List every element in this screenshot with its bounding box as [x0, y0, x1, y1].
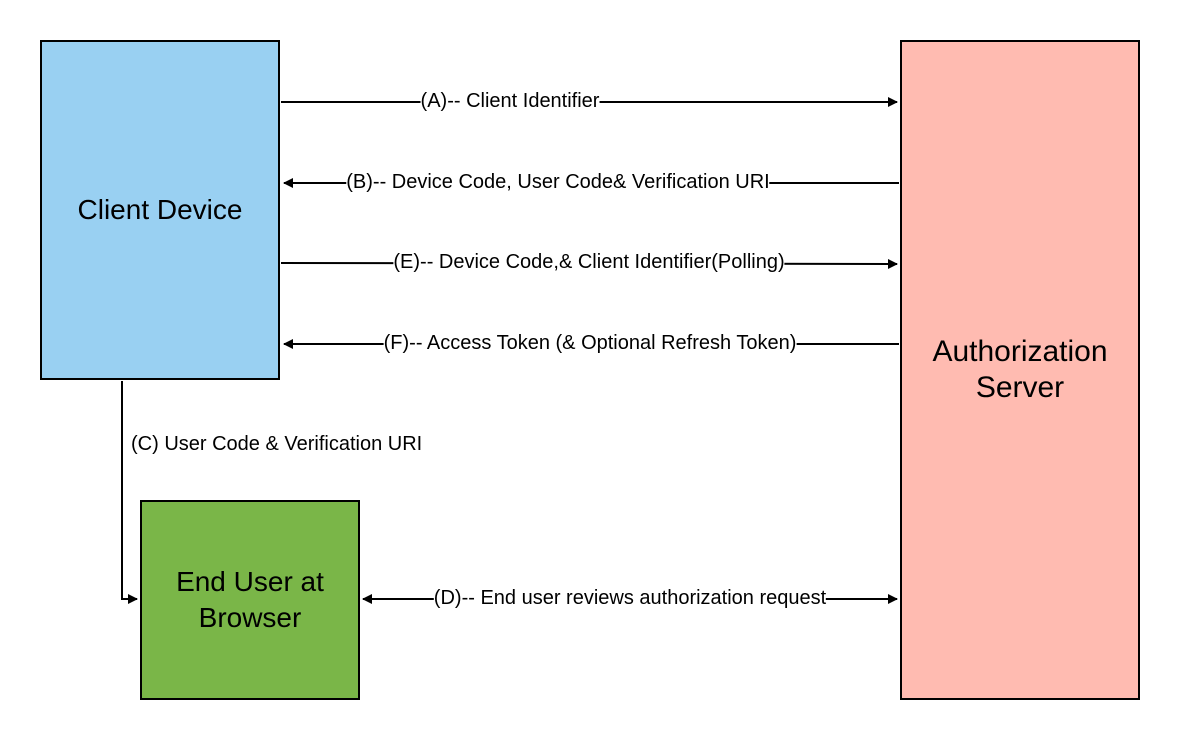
edge-e-label: (E)-- Device Code,& Client Identifier(Po… [393, 250, 785, 274]
edge-c-label: (C) User Code & Verification URI [131, 433, 423, 455]
edge-b-label: (B)-- Device Code, User Code& Verificati… [346, 170, 770, 194]
end-user-browser-label-line1: End User at [176, 566, 324, 597]
edge-f-label: (F)-- Access Token (& Optional Refresh T… [383, 331, 797, 355]
edge-c-line [121, 381, 138, 604]
authorization-server-node: Authorization Server [900, 40, 1140, 700]
client-device-label: Client Device [77, 194, 243, 225]
client-device-node: Client Device [40, 40, 280, 380]
end-user-browser-node: End User at Browser [140, 500, 360, 700]
authorization-server-label-line1: Authorization [932, 335, 1108, 368]
edge-d-label: (D)-- End user reviews authorization req… [433, 586, 827, 610]
authorization-server-label-line2: Server [975, 371, 1065, 404]
end-user-browser-label-line2: Browser [198, 602, 302, 633]
edge-a-label: (A)-- Client Identifier [420, 89, 600, 113]
